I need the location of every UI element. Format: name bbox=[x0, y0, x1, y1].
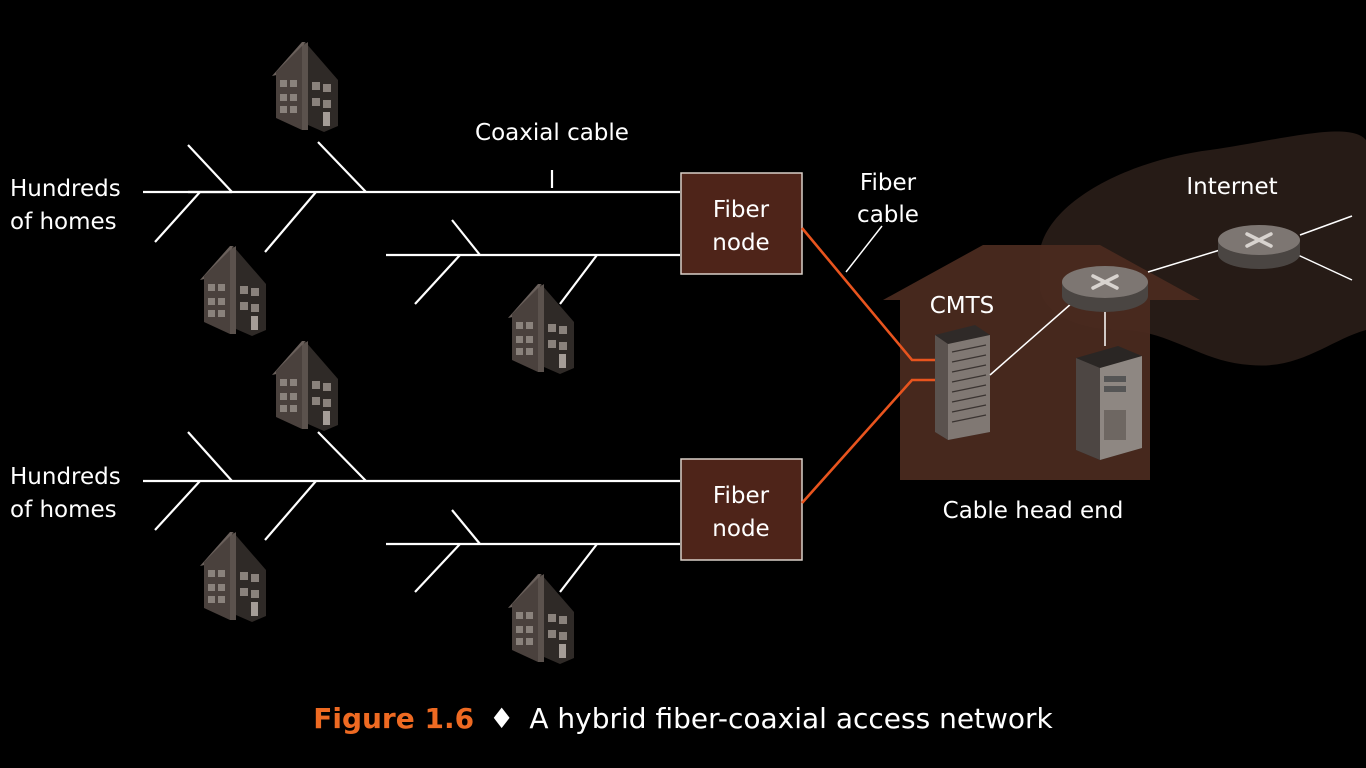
homes-top-label-2: of homes bbox=[10, 209, 117, 235]
cmts-icon bbox=[935, 325, 990, 440]
fiber-cable-bottom bbox=[801, 378, 936, 504]
fiber-node-top-label-2: node bbox=[712, 230, 769, 256]
homes-top-label-1: Hundreds bbox=[10, 176, 121, 202]
fiber-cable-top bbox=[801, 227, 936, 362]
coax-tree-bottom bbox=[143, 431, 680, 593]
fiber-node-bottom-label-2: node bbox=[712, 516, 769, 542]
router-icon bbox=[1218, 225, 1300, 269]
coaxial-cable-label: Coaxial cable bbox=[475, 120, 629, 146]
homes-bottom-label-1: Hundreds bbox=[10, 464, 121, 490]
cmts-label: CMTS bbox=[930, 293, 995, 319]
fiber-node-bottom bbox=[680, 458, 803, 561]
house-icon bbox=[200, 246, 266, 336]
internet-label: Internet bbox=[1186, 174, 1277, 200]
fiber-node-top bbox=[680, 172, 803, 275]
fiber-node-top-label-1: Fiber bbox=[713, 197, 770, 223]
coax-tree-top bbox=[143, 141, 680, 305]
fiber-node-bottom-label-1: Fiber bbox=[713, 483, 770, 509]
fiber-cable-label-2: cable bbox=[857, 202, 919, 228]
caption-text: A hybrid fiber-coaxial access network bbox=[529, 702, 1053, 735]
router-icon bbox=[1062, 266, 1148, 312]
house-icon bbox=[272, 341, 338, 431]
link-router-router bbox=[1147, 249, 1221, 273]
figure-number: Figure 1.6 bbox=[313, 702, 474, 735]
head-end-building bbox=[883, 245, 1200, 480]
link-cmts-router bbox=[989, 295, 1081, 376]
link-router-out-1 bbox=[1299, 215, 1353, 236]
fiber-cable-pointer bbox=[845, 225, 883, 273]
house-icon bbox=[272, 42, 338, 132]
figure-caption: Figure 1.6 ♦ A hybrid fiber-coaxial acce… bbox=[313, 702, 1053, 735]
fiber-cable-label-1: Fiber bbox=[860, 170, 917, 196]
link-router-out-2 bbox=[1297, 254, 1353, 281]
homes-bottom-label-2: of homes bbox=[10, 497, 117, 523]
house-icon bbox=[200, 532, 266, 622]
head-end-label: Cable head end bbox=[943, 498, 1124, 524]
server-icon bbox=[1076, 346, 1142, 460]
caption-separator: ♦ bbox=[489, 702, 514, 735]
